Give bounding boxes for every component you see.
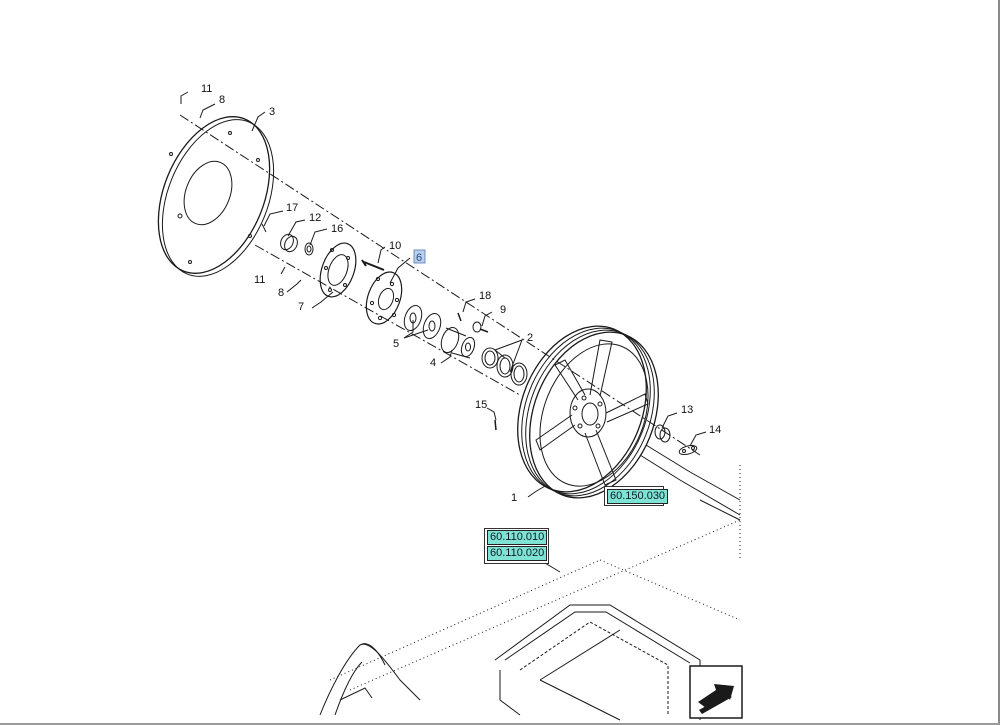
callout-11-lower: 11 xyxy=(254,274,265,286)
part-2-rings xyxy=(481,347,528,386)
shaft xyxy=(639,444,741,521)
lower-panel xyxy=(494,604,701,721)
callout-18: 18 xyxy=(479,290,491,302)
callout-13: 13 xyxy=(681,404,693,416)
ref-link-60-110-010[interactable]: 60.110.010 xyxy=(487,530,548,545)
ref-link-60-150-030[interactable]: 60.150.030 xyxy=(607,489,669,504)
callout-3: 3 xyxy=(269,106,275,118)
callout-10: 10 xyxy=(389,240,401,252)
part-16-washer xyxy=(304,242,314,256)
part-10-bolt xyxy=(361,259,385,271)
direction-arrow-icon[interactable] xyxy=(689,665,743,719)
callout-15: 15 xyxy=(475,399,487,411)
callout-16: 16 xyxy=(331,223,343,235)
callout-11-top: 11 xyxy=(201,83,212,95)
callout-1: 1 xyxy=(511,492,517,504)
callout-9: 9 xyxy=(500,304,506,316)
part-18-pin xyxy=(457,312,462,322)
callout-6[interactable]: 6 xyxy=(416,252,422,264)
callout-8-top: 8 xyxy=(219,94,225,106)
part-13-bushing xyxy=(654,424,671,443)
part-6-hub-flange xyxy=(365,271,403,325)
part-5-bushes xyxy=(403,304,442,340)
callout-14: 14 xyxy=(709,424,721,436)
callout-7: 7 xyxy=(298,301,304,313)
part-1-wheel xyxy=(517,325,659,499)
callout-17: 17 xyxy=(286,202,298,214)
callout-6-highlight xyxy=(413,249,426,264)
viewer-right-border xyxy=(998,0,1000,725)
callout-8-lower: 8 xyxy=(278,287,284,299)
part-15-bolt xyxy=(494,419,497,431)
ref-link-60-110-020[interactable]: 60.110.020 xyxy=(487,546,548,561)
part-12-bushing xyxy=(280,233,298,253)
frame-structure xyxy=(329,465,741,691)
viewer-bottom-border xyxy=(0,723,1000,725)
callout-4: 4 xyxy=(430,357,436,369)
part-3-disk xyxy=(157,116,275,277)
part-17-bolt xyxy=(261,223,267,233)
part-4-hub xyxy=(440,326,476,359)
callout-5: 5 xyxy=(393,338,399,350)
center-axis-line xyxy=(179,114,701,456)
part-9-bolt xyxy=(472,321,489,333)
part-14-clip xyxy=(678,444,698,456)
callout-2: 2 xyxy=(527,332,533,344)
callout-12: 12 xyxy=(309,212,321,224)
lower-left-structure xyxy=(319,643,421,716)
